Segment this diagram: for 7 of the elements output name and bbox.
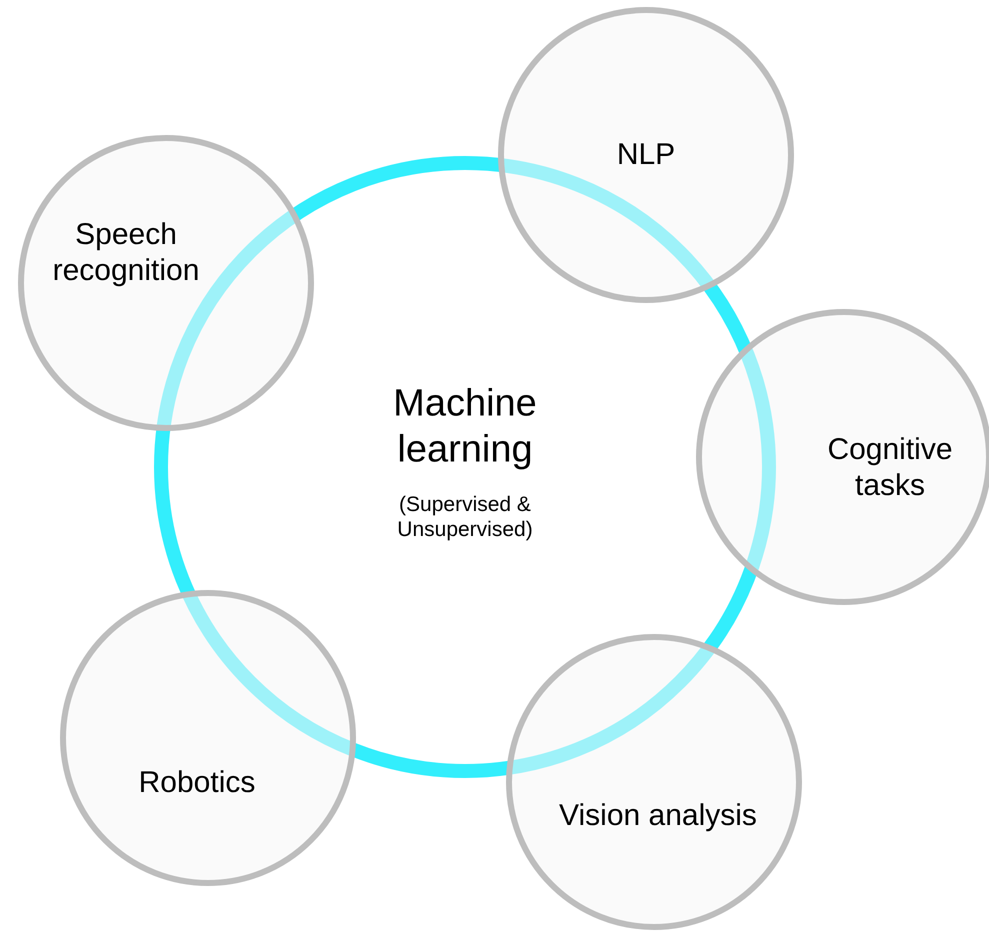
subtitle-text: (Supervised & Unsupervised) — [396, 492, 534, 542]
topic-label: Robotics — [138, 765, 256, 801]
topic-label: Machine learning — [392, 381, 538, 472]
topic-label: Cognitive tasks — [826, 432, 954, 504]
topic-label: NLP — [616, 137, 676, 173]
topic-label: Vision analysis — [558, 798, 758, 834]
topic-label: Speech recognition — [52, 217, 200, 289]
